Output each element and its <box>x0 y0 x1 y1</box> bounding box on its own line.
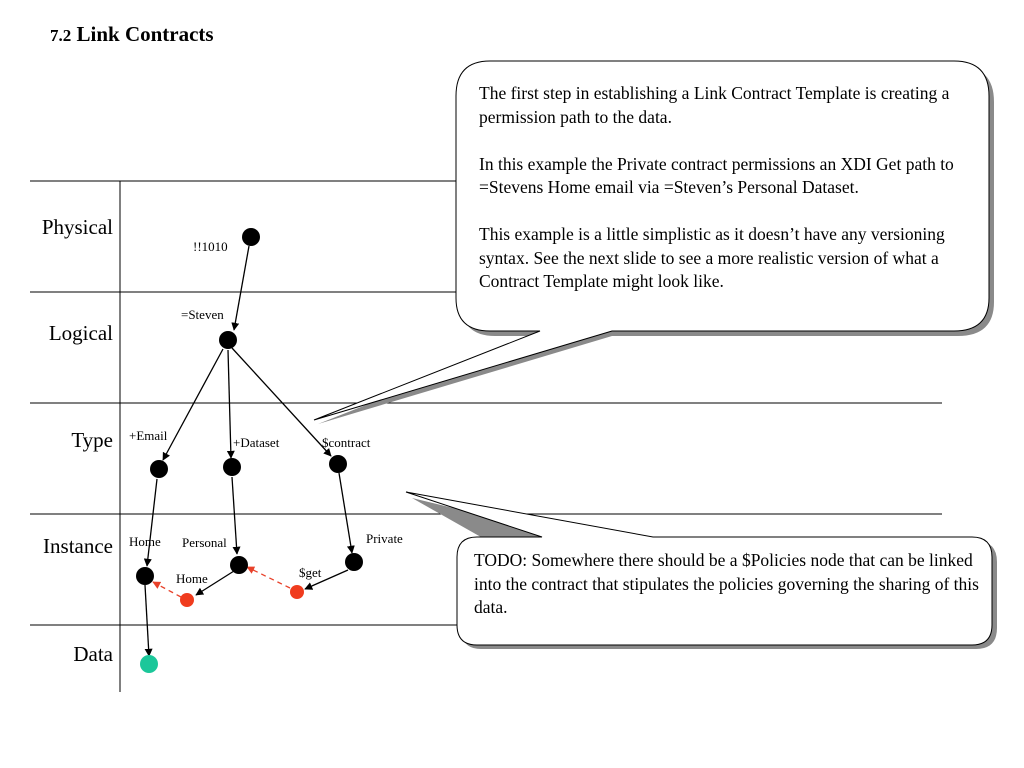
node-personal <box>230 556 248 574</box>
callout-todo-body <box>405 491 993 646</box>
callout-explanation <box>313 60 994 424</box>
edge-dataset-personal <box>231 476 241 555</box>
callout-todo-text: TODO: Somewhere there should be a $Polic… <box>474 549 979 620</box>
layer-label-physical: Physical <box>42 215 113 239</box>
node-data <box>140 655 158 673</box>
link-getlink-personal <box>246 566 291 589</box>
edge-1010-steven <box>231 245 250 331</box>
slide-title: 7.2 Link Contracts <box>50 22 214 47</box>
label-personal: Personal <box>182 535 227 550</box>
edge-private-getlink <box>304 569 349 590</box>
label-get: $get <box>299 565 322 580</box>
layer-label-data: Data <box>73 642 113 666</box>
node-steven <box>219 331 237 349</box>
callout-explanation-para-3: This example is a little simplistic as i… <box>479 224 945 291</box>
callout-todo <box>405 491 997 649</box>
node-dataset <box>223 458 241 476</box>
label-private: Private <box>366 531 403 546</box>
callout-explanation-para-1: The first step in establishing a Link Co… <box>479 83 950 127</box>
node-private <box>345 553 363 571</box>
title-number: 7.2 <box>50 26 72 45</box>
label-contract: $contract <box>322 435 371 450</box>
edge-email-home <box>143 478 158 567</box>
label-home-link: Home <box>176 571 208 586</box>
edge-steven-dataset <box>226 349 235 459</box>
callout-todo-para-1: TODO: Somewhere there should be a $Polic… <box>474 550 979 617</box>
label-steven: =Steven <box>181 307 224 322</box>
callout-explanation-para-2: In this example the Private contract per… <box>479 153 954 198</box>
title-text: Link Contracts <box>76 22 214 46</box>
node-home <box>136 567 154 585</box>
label-home: Home <box>129 534 161 549</box>
label-email: +Email <box>129 428 168 443</box>
node-email <box>150 460 168 478</box>
edge-personal-homelink <box>195 570 235 596</box>
label-dataset: +Dataset <box>233 435 280 450</box>
layer-label-type: Type <box>71 428 113 452</box>
label-1010: !!1010 <box>193 239 228 254</box>
node-contract <box>329 455 347 473</box>
edge-steven-contract <box>231 347 332 457</box>
layer-label-logical: Logical <box>49 321 113 345</box>
node-home-link <box>180 593 194 607</box>
edge-contract-private <box>338 472 355 554</box>
callout-explanation-text: The first step in establishing a Link Co… <box>479 82 971 294</box>
edge-home-data <box>144 584 153 657</box>
edge-steven-email <box>162 348 224 461</box>
node-get-link <box>290 585 304 599</box>
node-1010 <box>242 228 260 246</box>
callout-explanation-body <box>313 60 990 421</box>
layer-label-instance: Instance <box>43 534 113 558</box>
